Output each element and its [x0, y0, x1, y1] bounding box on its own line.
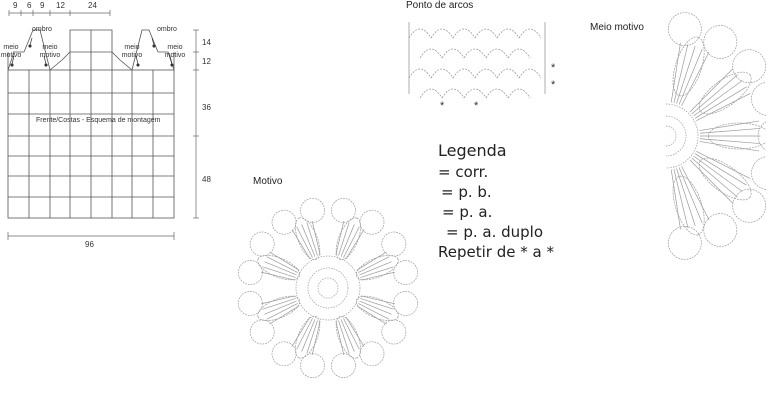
meio-motivo-label-4: meio motivo [164, 44, 186, 59]
arcos-star-3: * [440, 100, 445, 112]
schema-caption: Frente/Costas - Esquema de montagem [36, 117, 161, 124]
height-label-36: 36 [202, 103, 211, 112]
legend-item-corr: = corr. [438, 163, 489, 181]
meio-motivo-label-2: meio motivo [39, 44, 61, 59]
meio-motivo-title: Meio motivo [590, 22, 644, 33]
width-label-9: 9 [13, 1, 18, 10]
meio-motivo-label-1: meio motivo [0, 44, 22, 59]
arcos-stitch-chart [408, 22, 546, 99]
legend: Legenda = corr. = p. b. = p. a. = p. a. … [438, 140, 554, 262]
arcos-star-4: * [474, 100, 479, 112]
height-label-12: 12 [202, 57, 211, 66]
width-label-96: 96 [85, 240, 94, 249]
motivo-stitch-chart [238, 198, 418, 378]
legend-title: Legenda [438, 141, 507, 160]
arcos-star-2: * [551, 79, 556, 91]
legend-item-pb: = p. b. [441, 183, 492, 201]
width-label-24: 24 [88, 1, 97, 10]
arcos-star-1: * [551, 62, 556, 74]
ombro-right-label: ombro [157, 26, 177, 33]
legend-repeat: Repetir de * a * [438, 243, 554, 261]
height-label-14: 14 [202, 38, 211, 47]
schema-grid [7, 10, 199, 240]
width-label-9b: 9 [40, 1, 45, 10]
arcos-title: Ponto de arcos [406, 0, 474, 11]
width-label-6: 6 [27, 1, 32, 10]
height-label-48: 48 [202, 175, 211, 184]
legend-item-pa: = p. a. [442, 203, 493, 221]
width-label-12: 12 [56, 1, 65, 10]
meio-motivo-stitch-chart [665, 12, 766, 260]
meio-motivo-label-3: meio motivo [121, 44, 143, 59]
legend-item-pa-duplo: = p. a. duplo [446, 223, 544, 241]
motivo-title: Motivo [253, 176, 283, 187]
ombro-left-label: ombro [32, 26, 52, 33]
